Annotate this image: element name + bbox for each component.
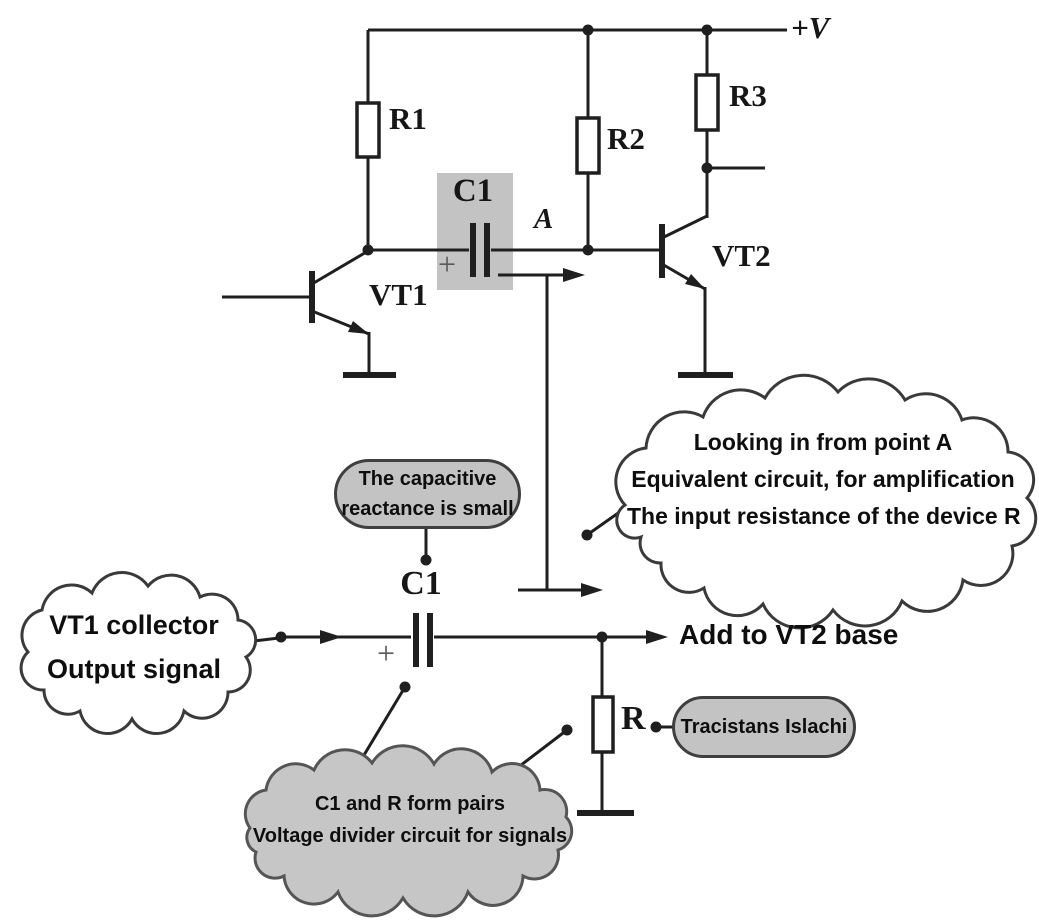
divider-leader-dot-left xyxy=(399,681,411,693)
equiv-c1-polarity: + xyxy=(377,635,396,671)
r1-label: R1 xyxy=(389,101,427,136)
equiv-output-node-dot xyxy=(596,631,608,643)
equiv-input-dot xyxy=(275,631,287,643)
divider-cloud-line2: Voltage divider circuit for signals xyxy=(252,825,568,847)
vt2-emitter-arrow-icon xyxy=(685,274,705,289)
cap-reactance-line2: reactance is small xyxy=(341,498,514,520)
equiv-r-label: R xyxy=(621,700,646,737)
vt2-label: VT2 xyxy=(712,238,771,273)
equiv-cloud-line3: The input resistance of the device R xyxy=(627,503,1021,529)
vt1-collector-node-dot xyxy=(362,244,374,256)
cap-reactance-bubble: The capacitive reactance is small xyxy=(334,459,521,529)
vt1-label: VT1 xyxy=(369,277,428,312)
divider-cloud-shape xyxy=(243,744,574,918)
equivalence-top-arrow-icon xyxy=(563,268,585,282)
vt2-collector-node-dot xyxy=(701,162,713,174)
c1-top-polarity: + xyxy=(438,246,457,282)
cap-reactance-leader-dot xyxy=(420,554,432,566)
divider-leader-dot-right xyxy=(561,724,573,736)
equiv-cloud-shape xyxy=(614,373,1038,630)
equiv-cloud-line1: Looking in from point A xyxy=(693,429,953,455)
c1-top-label: C1 xyxy=(452,173,494,209)
equiv-cloud-note: Looking in from point A Equivalent circu… xyxy=(627,424,1021,535)
equiv-c1-label: C1 xyxy=(400,565,442,602)
vt1-output-cloud-note: VT1 collector Output signal xyxy=(25,603,243,691)
divider-cloud-note: C1 and R form pairs Voltage divider circ… xyxy=(250,788,570,852)
r2-resistor-symbol xyxy=(575,116,601,175)
r-note-bubble: Tracistans Islachi xyxy=(672,696,856,758)
thick-symbols xyxy=(309,223,733,816)
cap-reactance-line1: The capacitive xyxy=(358,468,497,490)
node-a-dot xyxy=(582,244,594,256)
equiv-r-resistor-symbol xyxy=(591,695,615,754)
equiv-input-arrow-icon xyxy=(320,630,342,644)
vt1-collector-lead xyxy=(311,249,369,286)
equivalence-bottom-arrow-icon xyxy=(581,583,603,597)
junction-dots xyxy=(275,24,713,736)
vt1-cloud-line1: VT1 collector xyxy=(49,610,219,640)
divider-cloud-line1: C1 and R form pairs xyxy=(314,793,506,815)
supply-voltage-label: +V xyxy=(791,10,830,45)
r-bubble-leader-dot xyxy=(650,721,662,733)
resistors xyxy=(355,73,720,754)
r3-resistor-symbol xyxy=(694,73,720,132)
equiv-cloud-leader-dot xyxy=(581,529,593,541)
node-a-label: A xyxy=(534,203,554,235)
r1-resistor-symbol xyxy=(355,101,381,159)
vt1-emitter-arrow-icon xyxy=(348,321,369,334)
equiv-cloud-line2: Equivalent circuit, for amplification xyxy=(631,466,1015,492)
rail-node-dot xyxy=(701,24,713,36)
equiv-output-arrow-icon xyxy=(646,630,668,644)
r3-label: R3 xyxy=(729,78,767,113)
vt1-output-cloud-shape xyxy=(19,571,258,736)
vt1-cloud-line2: Output signal xyxy=(47,654,221,684)
r2-label: R2 xyxy=(607,121,645,156)
arrowheads xyxy=(320,268,705,644)
vt2-collector-lead xyxy=(661,214,708,240)
rail-node-dot xyxy=(582,24,594,36)
add-to-vt2-base-label: Add to VT2 base xyxy=(679,619,899,650)
r-bubble-text: Tracistans Islachi xyxy=(680,715,848,738)
